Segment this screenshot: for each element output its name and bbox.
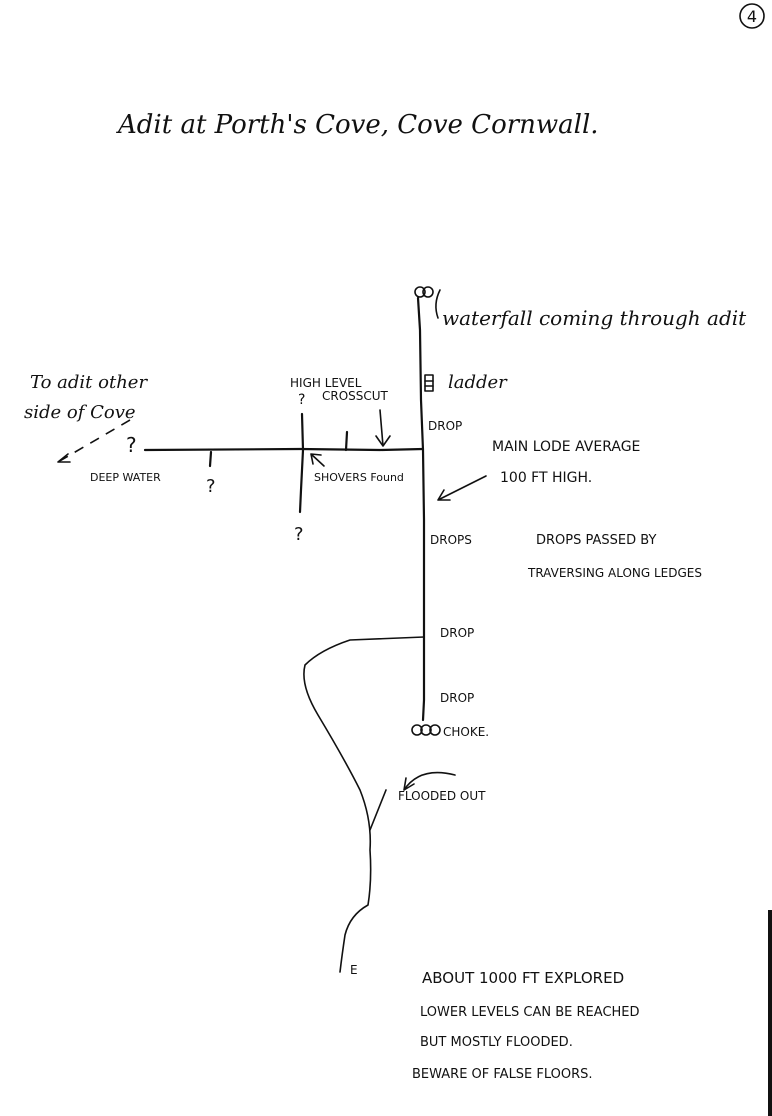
lower-branch-passage	[303, 636, 425, 973]
high-level-label-1: HIGH LEVEL	[290, 376, 362, 390]
showers-arrow	[310, 453, 325, 467]
drop-label-1: DROP	[428, 419, 462, 433]
crosscut-passage	[143, 447, 425, 452]
drops-label: DROPS	[430, 533, 472, 547]
deep-water-question: ?	[126, 433, 137, 457]
page-edge	[768, 910, 772, 1116]
route-to-other-side	[57, 419, 131, 463]
page-number-circle	[739, 3, 765, 29]
note-line-1: ABOUT 1000 FT EXPLORED	[422, 969, 624, 987]
main-lode-label-1: MAIN LODE AVERAGE	[492, 439, 640, 455]
to-other-side-label-2: side of Cove	[24, 402, 136, 423]
crosscut-arrow	[375, 409, 391, 447]
drop-label-2: DROP	[440, 626, 474, 640]
high-level-crosscut-shaft	[298, 412, 305, 514]
passage-mark	[344, 430, 349, 452]
route-arrowhead	[57, 453, 71, 463]
waterfall-arrow	[435, 289, 441, 319]
main-lode-arrow	[437, 475, 487, 501]
choke-marker-3	[429, 724, 441, 736]
end-mark: E	[350, 963, 358, 977]
main-lode-label-2: 100 FT HIGH.	[500, 470, 592, 486]
ladder-icon	[424, 374, 434, 392]
page-number: 4	[747, 7, 757, 26]
choke-marker-2	[420, 724, 432, 736]
entrance-marker-2	[422, 286, 434, 298]
note-line-4: BEWARE OF FALSE FLOORS.	[412, 1067, 593, 1082]
choke-label: CHOKE.	[443, 725, 489, 739]
to-other-side-label-1: To adit other	[30, 372, 148, 393]
flooded-branch	[369, 789, 387, 831]
choke-marker	[411, 724, 423, 736]
high-level-question: ?	[298, 392, 305, 408]
main-lode-passage	[416, 296, 426, 722]
flooded-out-label: FLOODED OUT	[398, 789, 486, 803]
sketch-title: Adit at Porth's Cove, Cove Cornwall.	[116, 110, 599, 140]
note-line-2: LOWER LEVELS CAN BE REACHED	[420, 1005, 640, 1020]
lower-question: ?	[294, 524, 304, 545]
drop-label-3: DROP	[440, 691, 474, 705]
flooded-arrow	[403, 771, 456, 791]
entrance-marker	[414, 286, 426, 298]
showers-label: SHOVERS Found	[314, 471, 404, 484]
drops-passed-label-1: DROPS PASSED BY	[536, 533, 656, 548]
ladder-label: ladder	[448, 372, 508, 393]
waterfall-label: waterfall coming through adit	[442, 306, 747, 330]
high-level-label-2: CROSSCUT	[322, 389, 389, 403]
passage-mark-2	[208, 450, 213, 468]
mid-question: ?	[206, 476, 216, 497]
note-line-3: BUT MOSTLY FLOODED.	[420, 1035, 573, 1050]
drops-passed-label-2: TRAVERSING ALONG LEDGES	[527, 566, 702, 580]
deep-water-label: DEEP WATER	[90, 471, 161, 484]
